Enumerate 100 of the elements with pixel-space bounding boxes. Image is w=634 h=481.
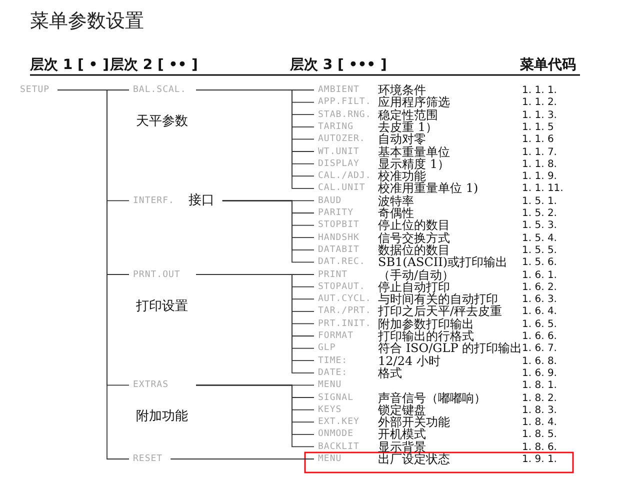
- display-code: AUTOZER.: [318, 133, 366, 146]
- menu-code: 1. 1. 9.: [522, 171, 557, 184]
- display-code: TARING: [318, 120, 355, 133]
- menu-code: 1. 6. 2.: [522, 282, 557, 294]
- display-code: PARITY: [318, 207, 355, 219]
- menu-code: 1. 1. 6: [522, 134, 554, 146]
- menu-description: 去皮重 1）: [378, 120, 438, 134]
- menu-description: 出厂设定状态: [378, 452, 450, 466]
- menu-description: 打印之后天平/秤去皮重: [378, 304, 502, 318]
- display-code: KEYS: [318, 404, 343, 416]
- menu-description: 停止位的数目: [378, 218, 450, 232]
- tree-line: [222, 200, 314, 263]
- display-code: AUT.CYCL.: [318, 293, 372, 306]
- menu-description: SB1(ASCII)或打印输出: [378, 255, 508, 270]
- menu-code: 1. 1. 11.: [522, 183, 564, 196]
- display-code: INTERF.: [133, 194, 174, 207]
- menu-description: 附加参数打印输出: [378, 316, 474, 331]
- menu-code: 1. 6. 1.: [522, 270, 557, 282]
- display-code: STOPBIT: [318, 219, 360, 232]
- display-code: EXTRAS: [133, 379, 169, 392]
- menu-description: 天平参数: [136, 116, 188, 128]
- menu-description: 信号交换方式: [378, 230, 450, 245]
- display-code: STOPAUT.: [318, 280, 366, 293]
- display-code: EXT.KEY: [318, 416, 360, 428]
- menu-code: 1. 6. 5.: [522, 318, 557, 331]
- menu-description: 稳定性范围: [378, 108, 438, 122]
- page-title: 菜单参数设置: [30, 9, 144, 34]
- display-code: DAT.REC.: [318, 256, 366, 268]
- menu-description: 接口: [188, 192, 214, 208]
- menu-description: 数据位的数目: [378, 242, 450, 257]
- menu-description: 与时间有关的自动打印: [378, 292, 498, 306]
- display-code: DISPLAY: [318, 158, 360, 170]
- menu-description: 环境条件: [378, 83, 426, 97]
- display-code: MENU: [318, 379, 343, 392]
- menu-description: 打印输出的行格式: [378, 329, 474, 343]
- display-code: BAL.SCAL.: [133, 84, 186, 96]
- menu-code: 1. 1. 8.: [522, 158, 557, 171]
- menu-code: 1. 5. 4.: [522, 232, 557, 245]
- menu-code: 1. 6. 3.: [522, 294, 557, 306]
- column-header: 层次 3 [ ••• ]: [290, 56, 387, 74]
- display-code: CAL./ADJ.: [318, 170, 372, 182]
- menu-description: 附加功能: [136, 411, 188, 424]
- menu-code: 1. 1. 2.: [522, 97, 557, 110]
- display-code: APP.FILT.: [318, 96, 372, 108]
- display-code: BAUD: [318, 194, 343, 207]
- menu-code: 1. 6. 7.: [522, 343, 557, 356]
- menu-description: 开机模式: [378, 427, 426, 442]
- menu-code: 1. 8. 6.: [522, 442, 557, 454]
- tree-line: [57, 90, 130, 460]
- menu-code: 1. 6. 6.: [522, 331, 557, 343]
- menu-description: 应用程序筛选: [378, 95, 450, 110]
- menu-description: 打印设置: [136, 300, 188, 312]
- display-code: DATE:: [318, 366, 349, 379]
- menu-description: 符合 ISO/GLP 的打印输出: [378, 341, 522, 356]
- menu-code: 1. 8. 1.: [522, 380, 557, 392]
- menu-description: 波特率: [378, 194, 414, 208]
- menu-description: 奇偶性: [378, 206, 414, 220]
- display-code: PRINT: [318, 268, 349, 280]
- display-code: AMBIENT: [318, 84, 360, 96]
- display-code: HANDSHK: [318, 232, 360, 244]
- menu-code: 1. 6. 4.: [522, 306, 557, 318]
- display-code: GLP: [318, 342, 337, 354]
- display-code: PRT.INIT.: [318, 318, 372, 330]
- display-code: PRNT.OUT: [133, 268, 180, 280]
- menu-code: 1. 8. 3.: [522, 404, 557, 417]
- menu-code: 1. 6. 8.: [522, 356, 557, 368]
- menu-description: 显示精度 1）: [378, 156, 450, 171]
- menu-code: 1. 1. 5: [522, 122, 554, 134]
- display-code: STAB.RNG.: [318, 108, 372, 121]
- menu-description: 基本重量单位: [378, 144, 450, 158]
- column-header: 层次 2 [ •• ]: [110, 56, 198, 74]
- display-code: CAL.UNIT: [318, 182, 366, 194]
- display-code: TAR./PRT.: [318, 305, 372, 318]
- menu-description: 校准用重量单位 1): [378, 181, 478, 196]
- menu-description: （手动/自动）: [378, 268, 454, 282]
- menu-code: 1. 9. 1.: [522, 454, 557, 466]
- display-code: SIGNAL: [318, 392, 355, 404]
- menu-description: 格式: [378, 366, 402, 380]
- column-header: 层次 1 [ • ]: [30, 56, 109, 74]
- display-code: TIME:: [318, 354, 349, 367]
- column-header: 菜单代码: [520, 56, 576, 74]
- display-code: MENU: [318, 453, 343, 465]
- menu-code: 1. 5. 1.: [522, 196, 557, 208]
- display-code: RESET: [133, 453, 163, 465]
- display-code: WT.UNIT: [318, 146, 360, 158]
- menu-code: 1. 1. 7.: [522, 146, 557, 158]
- menu-code: 1. 8. 2.: [522, 392, 557, 404]
- menu-description: 声音信号（嘟嘟响）: [378, 390, 486, 404]
- tree-line: [196, 384, 314, 448]
- display-code: DATABIT: [318, 244, 360, 256]
- menu-description: 锁定键盘: [378, 402, 426, 417]
- menu-description: 12/24 小时: [378, 354, 440, 368]
- tree-line: [170, 458, 314, 460]
- menu-code: 1. 1. 3.: [522, 110, 557, 122]
- menu-code: 1. 6. 9.: [522, 368, 557, 380]
- menu-description: 显示背景: [378, 440, 426, 454]
- display-code: SETUP: [20, 84, 50, 96]
- menu-code: 1. 5. 2.: [522, 208, 557, 220]
- menu-code: 1. 8. 5.: [522, 429, 557, 442]
- menu-code: 1. 5. 6.: [522, 257, 557, 270]
